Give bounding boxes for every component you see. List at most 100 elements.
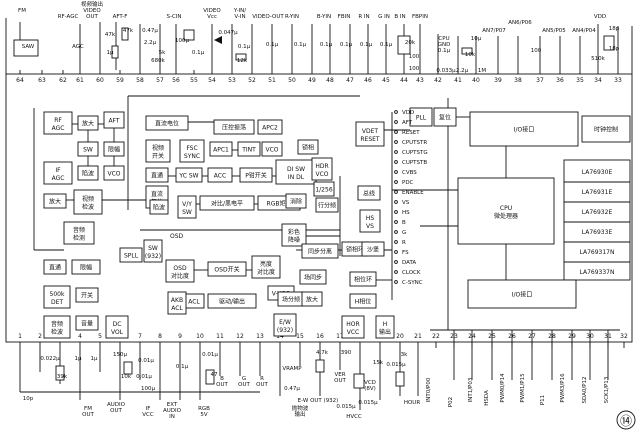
block-label: 直流 xyxy=(151,190,163,198)
pin-number: 45 xyxy=(382,77,390,84)
pin-number: 47 xyxy=(346,77,354,84)
signal-label: V-IN xyxy=(234,14,245,20)
pin-number: 41 xyxy=(454,77,462,84)
pin-number: 54 xyxy=(208,77,216,84)
cpu-line-node xyxy=(394,190,398,194)
page-number: ⑭ xyxy=(620,414,632,428)
cpu-signal-label: VDD xyxy=(402,110,414,116)
block-label: AFT xyxy=(108,118,119,125)
block-label-line2: 检波 xyxy=(82,203,94,211)
signal-label: VCD xyxy=(364,380,376,386)
function-block xyxy=(149,199,169,215)
pin-number: 32 xyxy=(620,333,628,340)
block-label: E/W xyxy=(279,319,291,326)
signal-label: AN5/P05 xyxy=(542,28,566,34)
cpu-signal-label: RESET xyxy=(402,130,420,136)
function-block xyxy=(261,141,283,157)
pin-number: 46 xyxy=(364,77,372,84)
function-block xyxy=(175,167,203,183)
cpu-line-node xyxy=(394,110,398,114)
signal-label: SDA0/P12 xyxy=(582,376,588,403)
component-value: 0.1μ xyxy=(320,42,333,48)
pin-number: 42 xyxy=(434,77,442,84)
signal-label: OUT xyxy=(334,378,346,384)
block-label-line2: SYNC xyxy=(184,153,200,160)
block-label: RF xyxy=(54,117,62,124)
block-label: YC SW xyxy=(178,173,198,180)
function-block xyxy=(43,161,73,185)
signal-label: B IN xyxy=(394,14,405,20)
cpu-line-node xyxy=(394,140,398,144)
pin-number: 28 xyxy=(548,333,556,340)
block-label: 场同步 xyxy=(304,274,322,282)
signal-label: AUDIO xyxy=(107,402,126,408)
signal-label: 抛物波 xyxy=(292,404,309,412)
signal-label: 5V xyxy=(200,412,207,418)
cpu-signal-label: DATA xyxy=(402,260,416,266)
component-value: 12k xyxy=(237,58,248,64)
signal-label: AFT-F xyxy=(113,14,128,20)
pin-number: 63 xyxy=(38,77,46,84)
component-value: 20k xyxy=(405,40,416,46)
cpu-line-node xyxy=(394,270,398,274)
function-block xyxy=(75,315,99,331)
block-label-line2: VOL xyxy=(111,329,124,336)
signal-label: (8V) xyxy=(364,386,376,392)
signal-label: HVCC xyxy=(346,414,362,420)
pin-number: 48 xyxy=(326,77,334,84)
signal-label: INT1/P03 xyxy=(468,377,474,402)
component-value: SAW xyxy=(22,44,35,50)
model-number: LA76931E xyxy=(582,189,613,196)
pin-number: 51 xyxy=(268,77,276,84)
signal-label: OUT xyxy=(256,382,268,388)
signal-label: HSDA xyxy=(484,390,490,406)
function-block xyxy=(469,111,579,147)
component-value: 1μ xyxy=(107,50,114,56)
model-number: LA769317N xyxy=(580,249,615,256)
block-label-line2: IN DL xyxy=(288,174,305,181)
cpu-line-node xyxy=(394,220,398,224)
block-label: 同步分离 xyxy=(308,248,332,256)
signal-label: B xyxy=(220,376,224,382)
component-value: 0.01μ xyxy=(202,352,218,358)
signal-label: AN6/P06 xyxy=(508,20,532,26)
function-block xyxy=(297,139,319,155)
component-value: 100 xyxy=(409,54,420,60)
block-label-line2: (932) xyxy=(277,327,293,334)
component-value: 0.015μ xyxy=(386,362,406,368)
pin-number: 13 xyxy=(256,333,264,340)
function-block xyxy=(103,141,125,157)
signal-label: GND xyxy=(438,42,451,48)
block-label: 直通 xyxy=(151,172,163,180)
component-value: 10k xyxy=(121,374,132,380)
block-label-line2: 检测 xyxy=(73,234,85,242)
block-label: I/O接口 xyxy=(512,291,533,299)
component-value: 0.1μ xyxy=(266,42,279,48)
component-value: 0.022μ xyxy=(40,356,60,362)
function-block xyxy=(275,159,317,185)
cpu-line-node xyxy=(394,150,398,154)
function-block xyxy=(301,291,323,307)
block-label: V/Y xyxy=(182,201,192,208)
pin-number: 22 xyxy=(432,333,440,340)
block-label-line2: (932) xyxy=(145,253,161,260)
block-label: DC xyxy=(113,321,122,328)
cpu-signal-label: CPUTSTR xyxy=(402,140,427,146)
cpu-line-node xyxy=(394,170,398,174)
component-value: 47 xyxy=(211,372,218,378)
block-label-line2: 检波 xyxy=(51,328,63,336)
component-value: 100μ xyxy=(141,386,155,392)
signal-label: VDD xyxy=(594,14,606,20)
function-block xyxy=(213,119,255,135)
cpu-signal-label: ENABLE xyxy=(402,190,424,196)
component-value: 1M xyxy=(478,68,486,74)
top-external-wiring xyxy=(5,18,633,74)
signal-label: PWM0/P14 xyxy=(500,373,506,403)
block-label: 音量 xyxy=(81,320,93,328)
component-value: 10k xyxy=(465,52,476,58)
component-value: 0.47μ xyxy=(142,28,158,34)
signal-label: PWM3/P16 xyxy=(560,373,566,403)
pin-number: 12 xyxy=(236,333,244,340)
signal-label: SCK1/P13 xyxy=(604,376,610,403)
pin-number: 25 xyxy=(488,333,496,340)
